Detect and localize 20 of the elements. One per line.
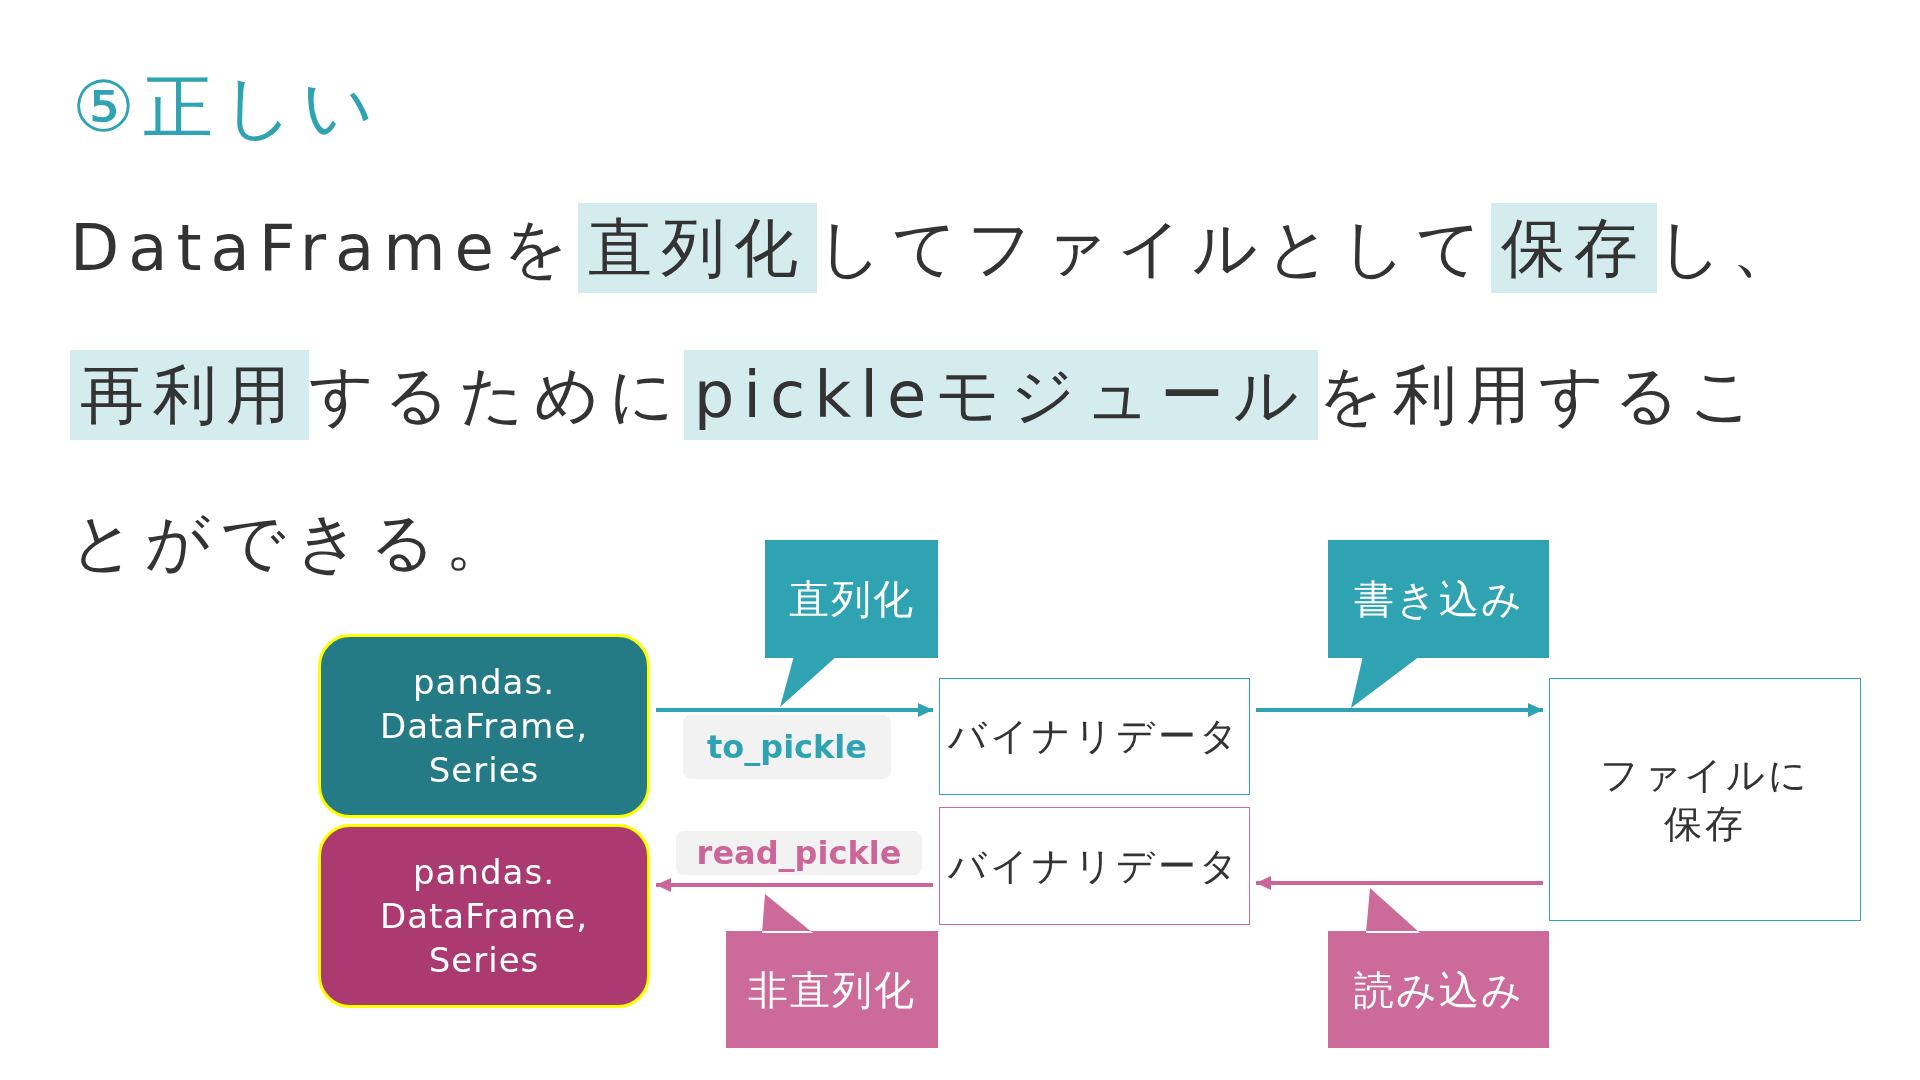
arrow: [656, 703, 933, 717]
arrow: [656, 878, 933, 892]
object-box: [318, 634, 650, 818]
file-label: ファイルに保存: [1599, 751, 1811, 848]
callout-text: 読み込み: [1353, 965, 1524, 1015]
callout-text: 非直列化: [748, 965, 916, 1015]
file-box: [1549, 678, 1861, 921]
object-box: [318, 824, 650, 1008]
edge-label: to_pickle: [683, 715, 891, 779]
object-name: pandas. DataFrame, Series: [378, 851, 590, 982]
data-box: [939, 807, 1250, 925]
edge-label: read_pickle: [676, 831, 922, 875]
callout-text: 書き込み: [1353, 575, 1524, 624]
data-label: バイナリデータ: [948, 713, 1241, 760]
object-name: pandas. DataFrame, Series: [378, 661, 590, 792]
arrow: [1256, 703, 1543, 717]
slide-title: ⑤正しい: [72, 65, 383, 150]
data-box: [939, 678, 1250, 795]
arrow: [1256, 876, 1543, 890]
data-label: バイナリデータ: [948, 842, 1241, 890]
